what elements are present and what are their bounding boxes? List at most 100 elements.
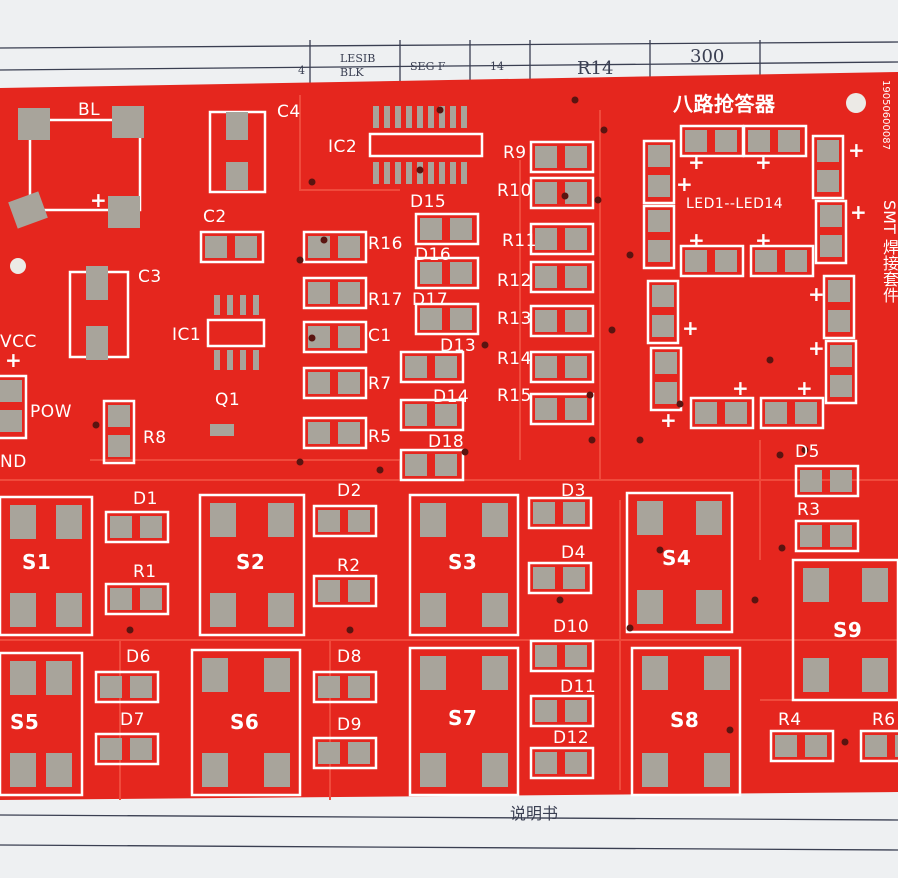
component-pad bbox=[348, 676, 370, 698]
component-pad bbox=[765, 402, 787, 424]
plus-mark: + bbox=[848, 138, 866, 162]
label-d18: D18 bbox=[428, 432, 465, 452]
via bbox=[436, 106, 444, 114]
switch-outline bbox=[408, 646, 520, 797]
trace bbox=[299, 95, 400, 191]
component-pad bbox=[533, 567, 555, 589]
buzzer-pad bbox=[18, 108, 50, 140]
ic-outline bbox=[206, 318, 266, 348]
led-pad bbox=[820, 235, 842, 257]
component-pad bbox=[348, 580, 370, 602]
label-c4: C4 bbox=[277, 102, 301, 122]
label-d13: D13 bbox=[440, 336, 477, 356]
switch-pad bbox=[696, 501, 722, 535]
ic-pin bbox=[214, 295, 220, 315]
plus-mark: + bbox=[808, 282, 826, 306]
plus-mark: + bbox=[850, 200, 868, 224]
label-vcc: VCC bbox=[0, 332, 37, 352]
switch-pad bbox=[46, 753, 72, 787]
via bbox=[841, 738, 849, 746]
switch-pad bbox=[482, 593, 508, 627]
component-pad bbox=[110, 588, 132, 610]
switch-pad bbox=[637, 501, 663, 535]
ic-pin bbox=[406, 162, 412, 184]
label-s8: S8 bbox=[670, 708, 700, 732]
component-outline bbox=[104, 582, 170, 616]
component-pad bbox=[450, 218, 472, 240]
switch-pad bbox=[10, 753, 36, 787]
component-outline bbox=[199, 230, 265, 264]
ic-pin bbox=[373, 106, 379, 128]
label-s9: S9 bbox=[833, 618, 863, 642]
component-pad bbox=[130, 738, 152, 760]
via bbox=[751, 596, 759, 604]
switch-pad bbox=[862, 658, 888, 692]
led-outline bbox=[824, 339, 858, 405]
component-pad bbox=[535, 398, 557, 420]
component-pad bbox=[565, 266, 587, 288]
component-outline bbox=[302, 276, 368, 310]
component-outline bbox=[769, 729, 835, 763]
switch-outline bbox=[791, 558, 898, 702]
cap-pad bbox=[226, 162, 248, 190]
component-pad bbox=[563, 567, 585, 589]
label-r16: R16 bbox=[368, 234, 403, 254]
component-outline bbox=[527, 561, 593, 595]
board-title: 八路抢答器 bbox=[673, 92, 776, 116]
component-outline bbox=[529, 140, 595, 174]
label-c3: C3 bbox=[138, 267, 162, 287]
paper-text: 300 bbox=[690, 46, 725, 67]
label-d6: D6 bbox=[126, 647, 151, 667]
plus-mark: + bbox=[90, 188, 108, 212]
component-pad bbox=[775, 735, 797, 757]
label-d10: D10 bbox=[553, 617, 590, 637]
component-outline bbox=[529, 746, 595, 780]
component-pad bbox=[748, 130, 770, 152]
ic-pin bbox=[428, 162, 434, 184]
switch-pad bbox=[420, 656, 446, 690]
component-pad bbox=[318, 580, 340, 602]
component-pad bbox=[100, 738, 122, 760]
component-pad bbox=[405, 356, 427, 378]
label-r13: R13 bbox=[497, 309, 532, 329]
ic-pin bbox=[406, 106, 412, 128]
plus-mark: + bbox=[808, 336, 826, 360]
led-outline bbox=[642, 139, 676, 205]
via bbox=[801, 446, 809, 454]
component-outline bbox=[312, 574, 378, 608]
label-r2: R2 bbox=[337, 556, 361, 576]
component-outline bbox=[414, 256, 480, 290]
via bbox=[594, 196, 602, 204]
ic-pin bbox=[428, 106, 434, 128]
paper-text: 4 bbox=[298, 64, 305, 77]
switch-pad bbox=[268, 503, 294, 537]
ic-pin bbox=[439, 162, 445, 184]
switch-pad bbox=[210, 593, 236, 627]
label-pow: POW bbox=[30, 402, 72, 422]
component-pad bbox=[895, 735, 898, 757]
component-pad bbox=[110, 516, 132, 538]
plus-mark: + bbox=[682, 316, 700, 340]
via bbox=[636, 436, 644, 444]
led-pad bbox=[655, 382, 677, 404]
label-q1: Q1 bbox=[215, 390, 241, 410]
led-outline bbox=[814, 199, 848, 265]
plus-mark: + bbox=[688, 150, 706, 174]
component-pad bbox=[450, 308, 472, 330]
label-d7: D7 bbox=[120, 710, 145, 730]
component-pad bbox=[535, 356, 557, 378]
switch-outline bbox=[0, 495, 94, 637]
led-pad bbox=[828, 310, 850, 332]
component-pad bbox=[565, 182, 587, 204]
component-pad bbox=[565, 228, 587, 250]
switch-pad bbox=[420, 593, 446, 627]
component-outline bbox=[399, 448, 465, 482]
component-pad bbox=[235, 236, 257, 258]
via bbox=[308, 334, 316, 342]
via bbox=[346, 626, 354, 634]
switch-pad bbox=[210, 503, 236, 537]
via bbox=[92, 421, 100, 429]
component-pad bbox=[685, 250, 707, 272]
label-r8: R8 bbox=[143, 428, 167, 448]
led-pad bbox=[817, 170, 839, 192]
